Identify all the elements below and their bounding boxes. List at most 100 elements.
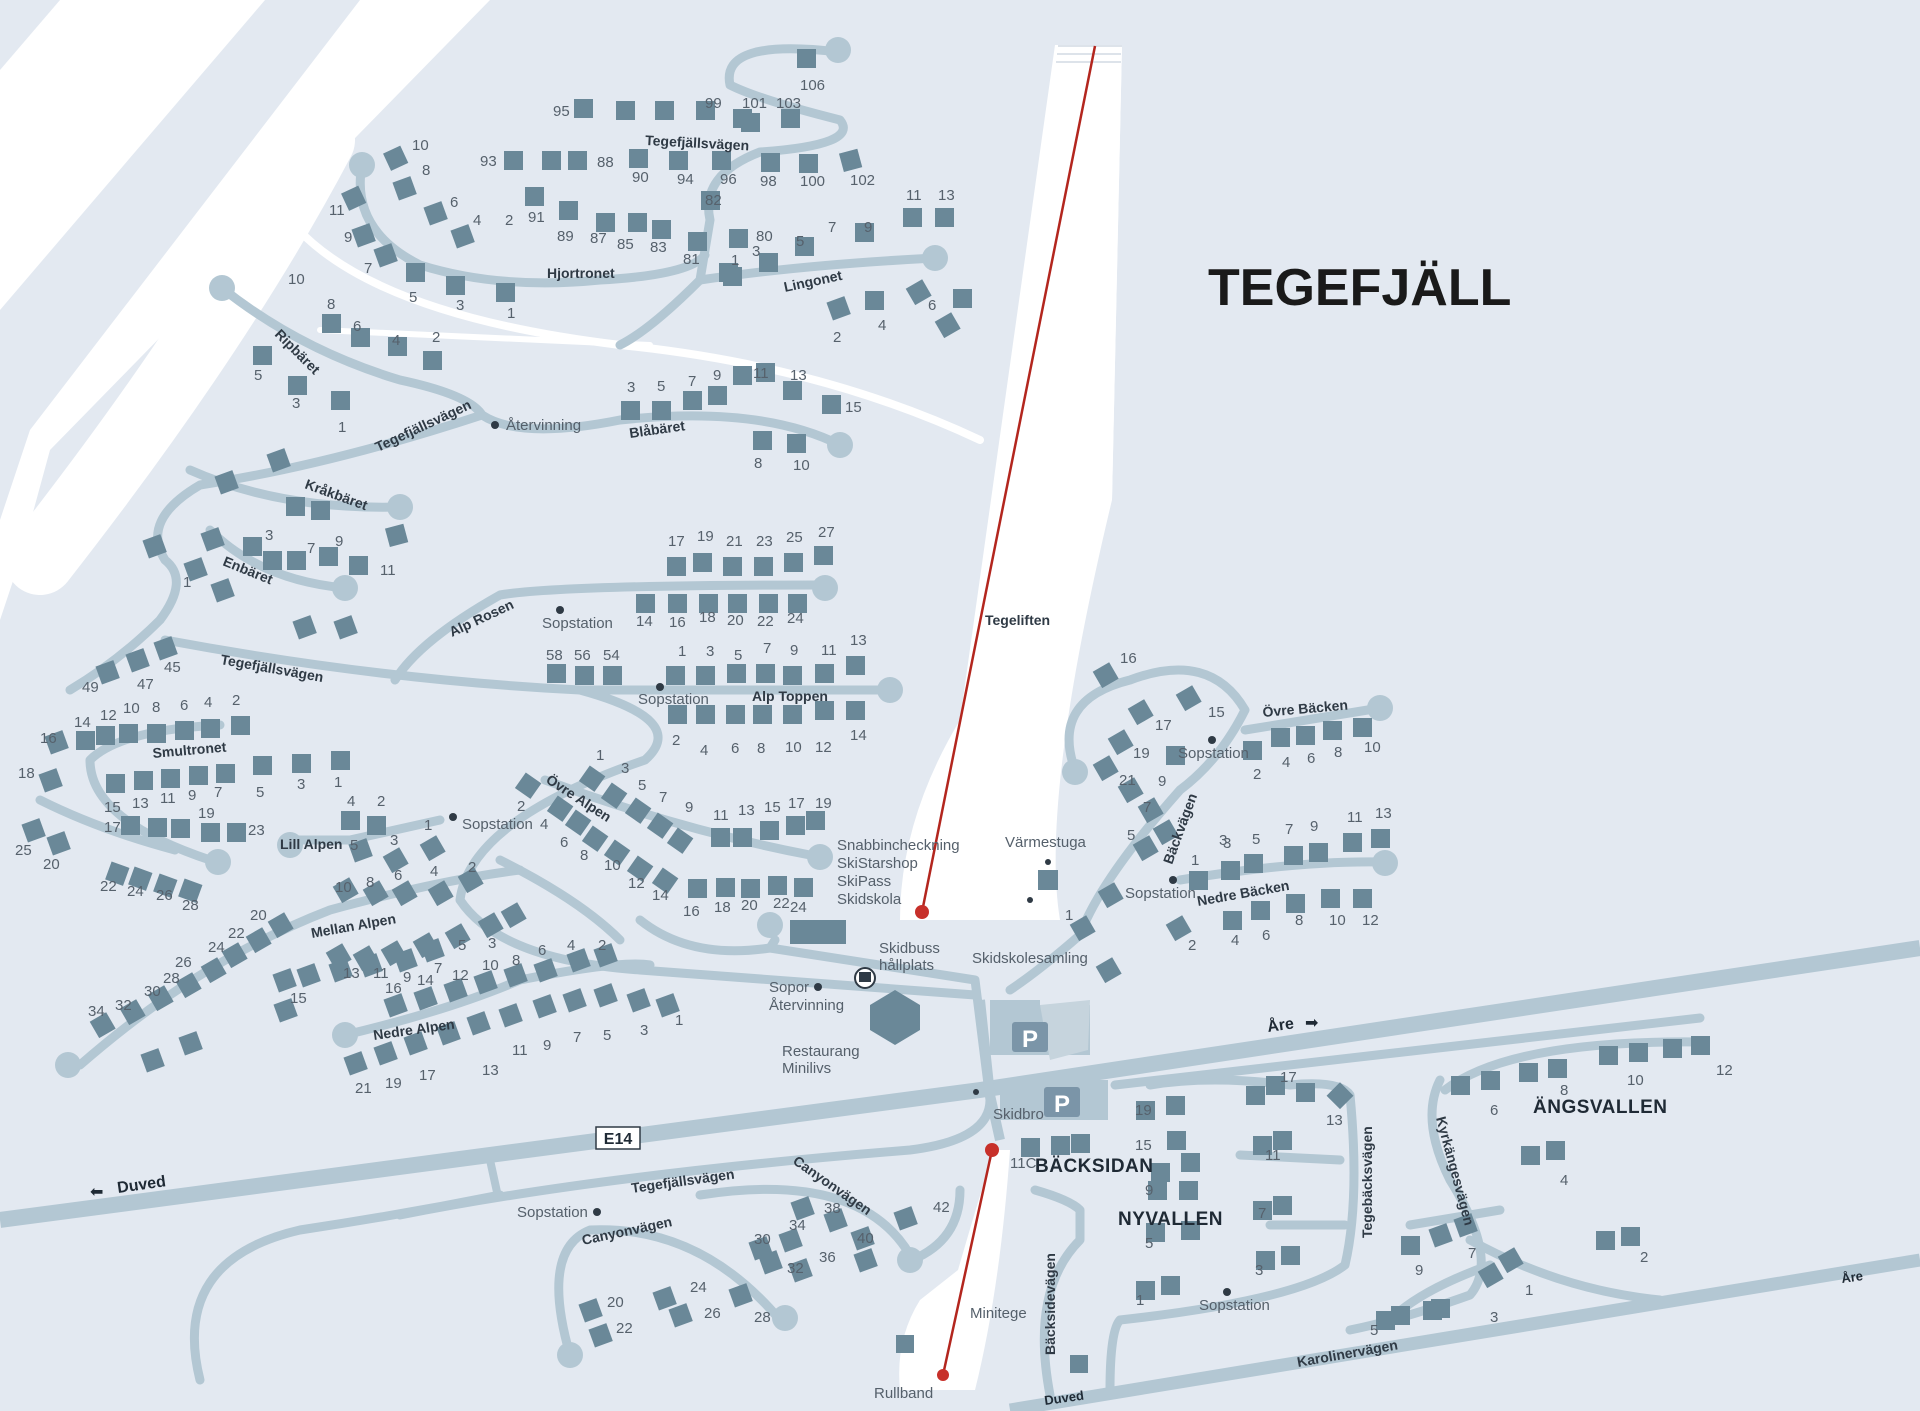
house-number: 12 (1716, 1062, 1733, 1079)
house-number: 6 (1307, 750, 1315, 767)
house (1497, 1247, 1524, 1274)
house-number: 7 (763, 640, 771, 657)
house (1451, 1076, 1470, 1095)
poi-atervinning-center: Återvinning (769, 997, 844, 1014)
house (733, 828, 752, 847)
house-number: 100 (800, 173, 825, 190)
house-number: 99 (705, 95, 722, 112)
house (498, 1003, 523, 1028)
house-number: 45 (164, 659, 181, 676)
house-number: 14 (636, 613, 653, 630)
house-number: 18 (18, 765, 35, 782)
poi-dots (449, 421, 1231, 1296)
house (1243, 741, 1262, 760)
house (1021, 1138, 1040, 1157)
parking-icon-south (1044, 1087, 1080, 1117)
house-number: 11C (1010, 1155, 1037, 1172)
house (1296, 1083, 1315, 1102)
house-number: 15 (845, 399, 862, 416)
area-angsvallen: ÄNGSVALLEN (1533, 1097, 1667, 1118)
house-number: 3 (265, 527, 273, 544)
house-number: 54 (603, 647, 620, 664)
house-number: 7 (214, 784, 222, 801)
minitege-line (941, 1149, 994, 1376)
house (756, 664, 775, 683)
house (542, 151, 561, 170)
house-number: 5 (796, 233, 804, 250)
house (1069, 915, 1096, 942)
house (797, 49, 816, 68)
house-number: 24 (208, 939, 225, 956)
street-ovre-backen: Övre Bäcken (1262, 697, 1349, 720)
house-number: 20 (607, 1294, 624, 1311)
house (1599, 1046, 1618, 1065)
house-number: 4 (430, 863, 438, 880)
poi-sopstation-nyvallen: Sopstation (1199, 1297, 1270, 1314)
house-number: 10 (785, 739, 802, 756)
house (1266, 1076, 1285, 1095)
rullband-building (896, 1335, 914, 1353)
house (626, 988, 651, 1013)
house (636, 594, 655, 613)
house (559, 201, 578, 220)
house-number: 8 (422, 162, 430, 179)
house (406, 263, 425, 282)
house-number: 4 (473, 212, 481, 229)
house-number: 3 (1490, 1309, 1498, 1326)
house (373, 243, 398, 268)
house-number: 16 (1120, 650, 1137, 667)
house (838, 148, 863, 172)
restaurang-building (870, 990, 920, 1045)
house (95, 660, 120, 685)
tegeliften-bottom-station (915, 905, 929, 919)
house-number: 15 (1208, 704, 1225, 721)
house (227, 823, 246, 842)
house-number: 13 (132, 795, 149, 812)
house (1166, 1096, 1185, 1115)
house (1127, 699, 1154, 726)
house (865, 291, 884, 310)
house-number: 7 (1285, 821, 1293, 838)
poi-sopstation-ovre-backen: Sopstation (1178, 745, 1249, 762)
house (393, 948, 418, 973)
house (201, 823, 220, 842)
house (667, 557, 686, 576)
house (253, 756, 272, 775)
house-number: 9 (1310, 818, 1318, 835)
house (1071, 1134, 1090, 1153)
house (733, 366, 752, 385)
house-number: 1 (731, 252, 739, 269)
house (683, 391, 702, 410)
house (349, 556, 368, 575)
house (328, 958, 353, 983)
poi-snabbincheckning: Snabbincheckning (837, 837, 960, 854)
house (727, 664, 746, 683)
house (413, 986, 438, 1011)
house (768, 876, 787, 895)
house (726, 705, 745, 724)
house (688, 232, 707, 251)
house (200, 957, 227, 984)
house-number: 2 (1188, 937, 1196, 954)
house (741, 113, 760, 132)
house (319, 547, 338, 566)
house-number: 9 (1158, 773, 1166, 790)
house-number: 28 (754, 1309, 771, 1326)
house (701, 191, 720, 210)
house (333, 615, 358, 640)
house-number: 2 (505, 212, 513, 229)
house (216, 764, 235, 783)
house (787, 434, 806, 453)
duved-label-south: Duved (1043, 1388, 1084, 1408)
house-number: 5 (256, 784, 264, 801)
house (1223, 911, 1242, 930)
house (1136, 1101, 1155, 1120)
house-number: 8 (754, 455, 762, 472)
house-number: 3 (292, 395, 300, 412)
house (89, 1012, 116, 1039)
house-number: 83 (650, 239, 667, 256)
house (575, 666, 594, 685)
house (621, 401, 640, 420)
road-turning-circles (55, 37, 1398, 1368)
house-number: 1 (424, 817, 432, 834)
